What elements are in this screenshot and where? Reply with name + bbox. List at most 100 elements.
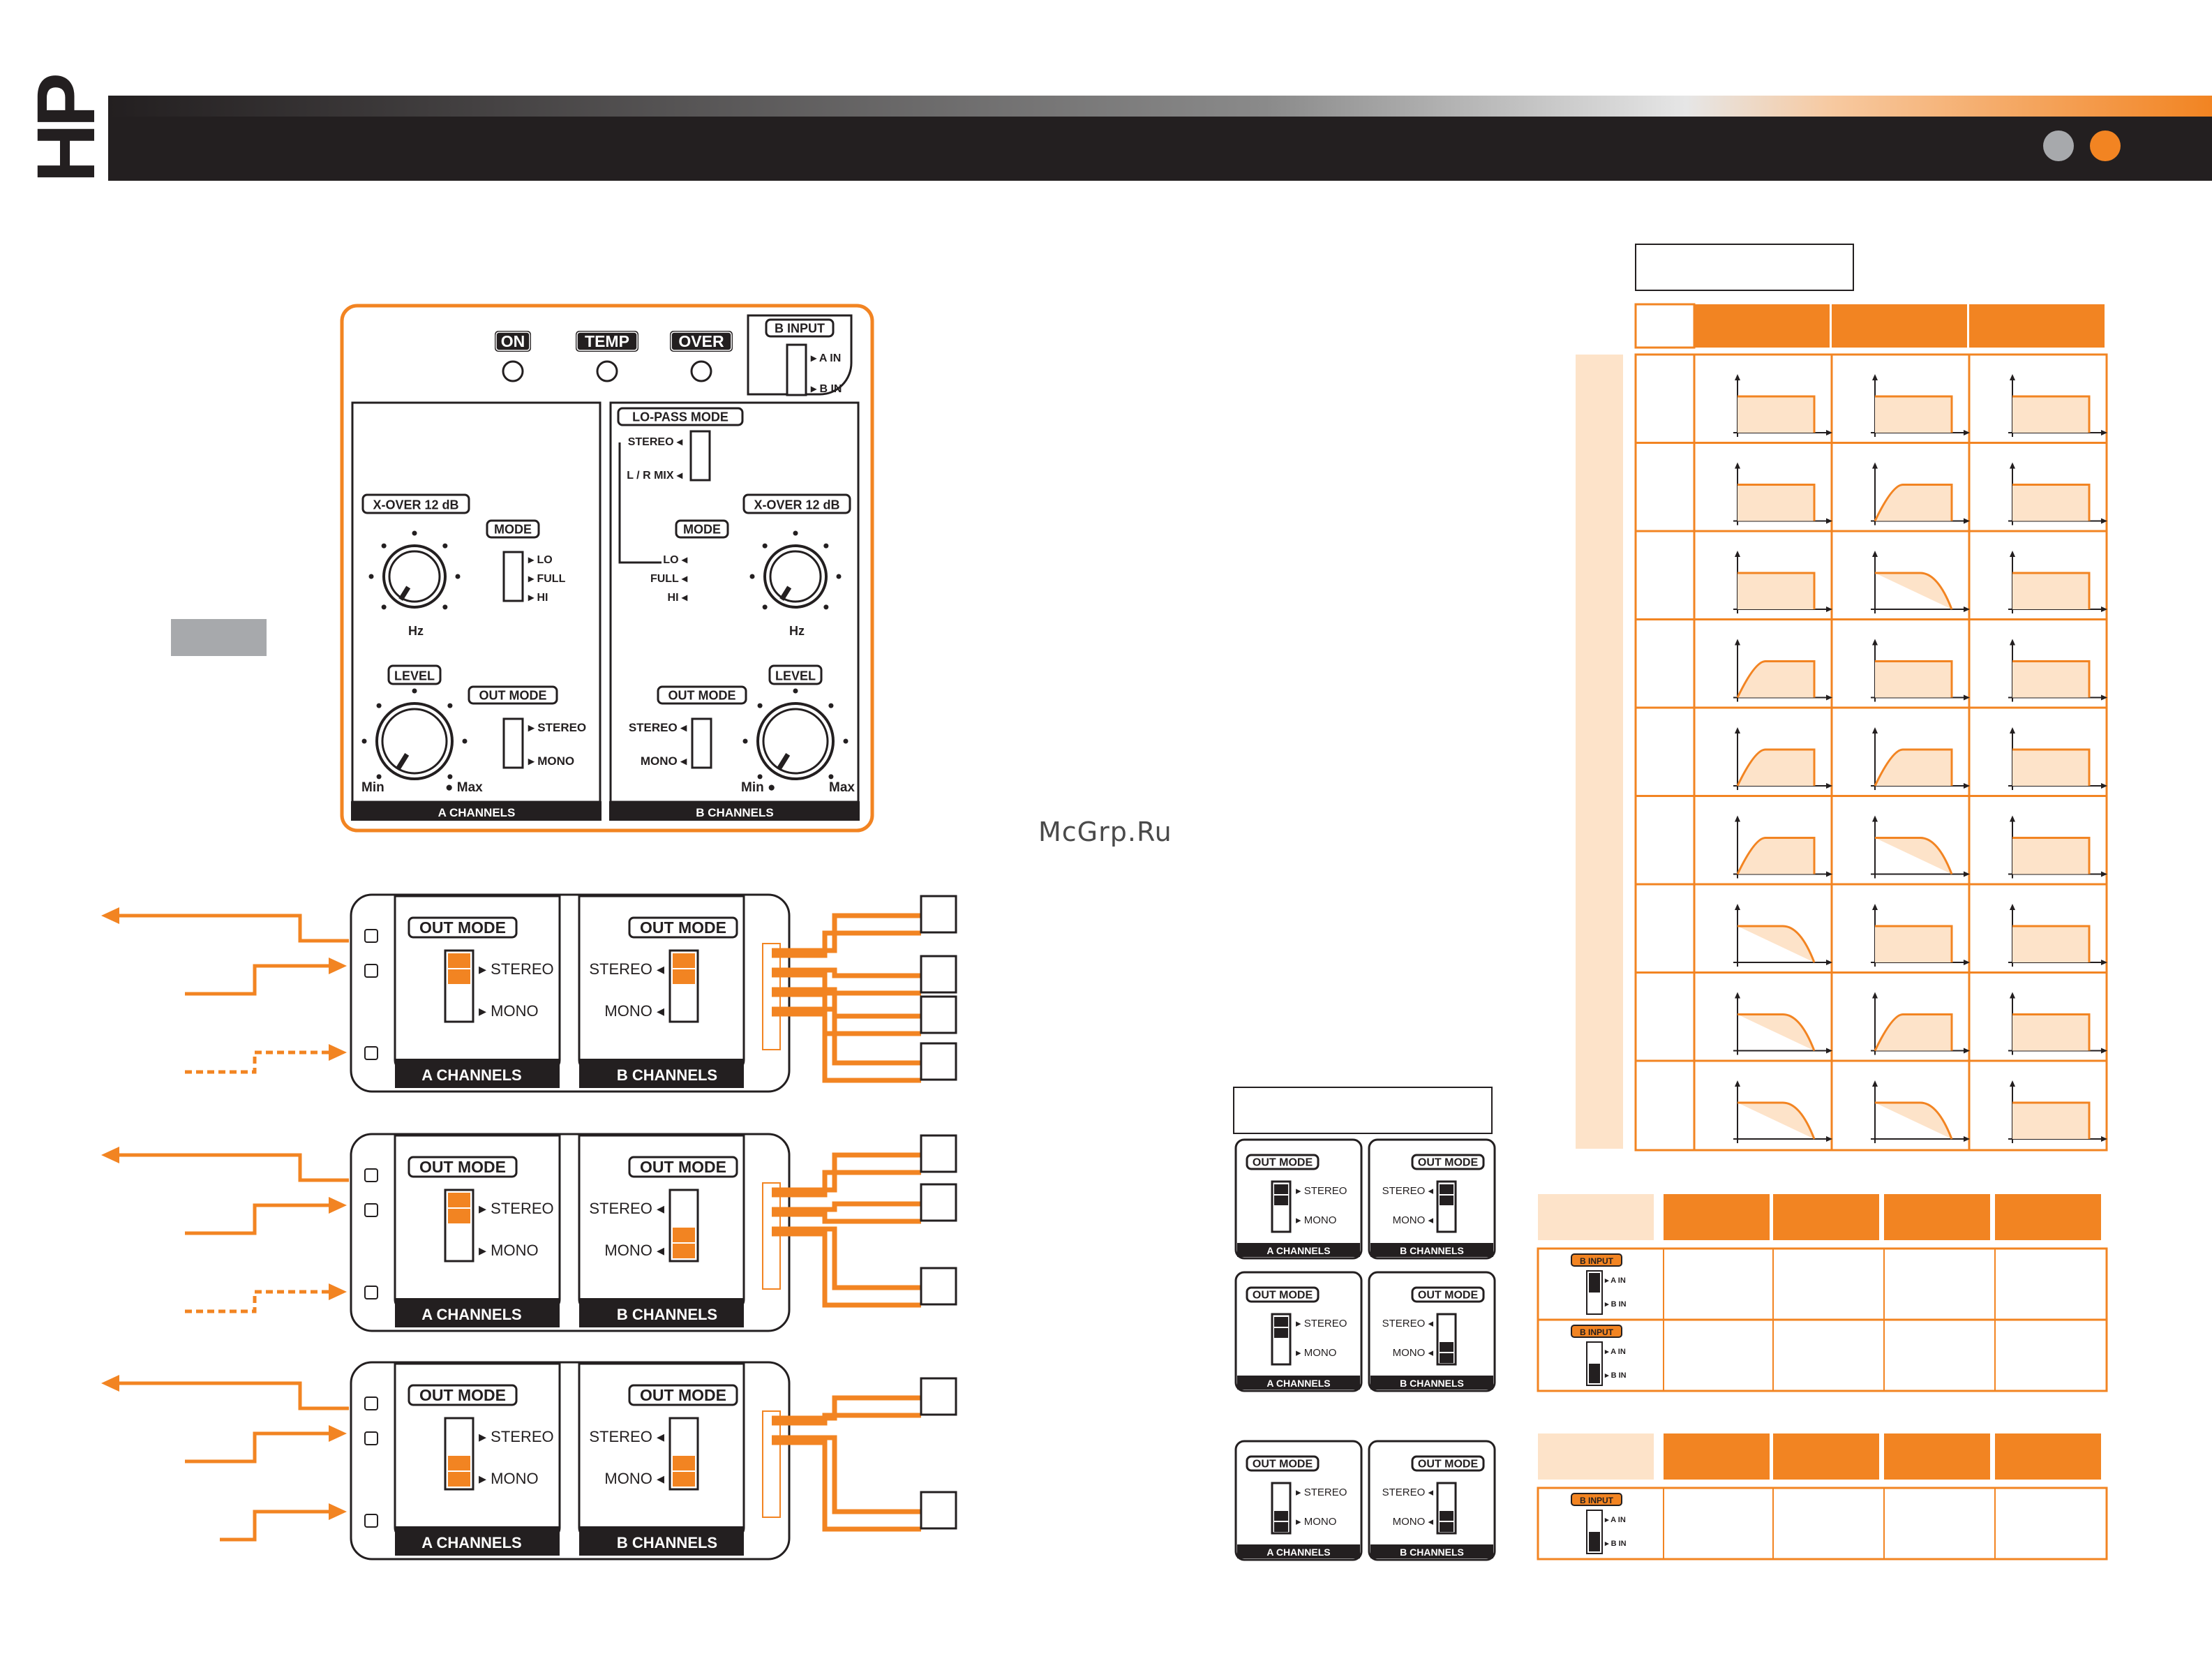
a-channels-label: A CHANNELS <box>421 1534 521 1551</box>
a-mode-label-tag <box>486 519 540 539</box>
switch-knob <box>1589 1532 1600 1551</box>
filter-response-icon <box>1736 748 1816 787</box>
a-max-label: ● Max <box>445 780 483 795</box>
a-hz-label: Hz <box>408 624 424 638</box>
mini-out-mode-tag <box>1411 1455 1485 1472</box>
table-header-cell <box>1969 304 2105 348</box>
axis-arrow <box>1872 462 1878 469</box>
filter-response-icon <box>1874 484 1953 522</box>
speaker-wire <box>772 1226 921 1290</box>
axis-arrow <box>1826 694 1832 701</box>
filter-response-fill <box>1875 837 1952 874</box>
input-terminal <box>364 1431 378 1445</box>
knob-inner <box>769 550 822 603</box>
axis-arrow <box>1872 1080 1878 1087</box>
speaker-terminal-icon <box>920 895 957 934</box>
mini-out-mode: OUT MODE <box>1253 1290 1313 1302</box>
axis-arrow <box>2101 1048 2107 1054</box>
filter-response-fill <box>1738 661 1814 698</box>
speaker-terminal-icon <box>920 1267 957 1306</box>
a-channels-label: A CHANNELS <box>438 806 516 819</box>
input-wire <box>185 1431 337 1463</box>
b-channels-footer <box>609 801 860 821</box>
knob-tick <box>757 774 763 780</box>
axis-arrow <box>2101 1136 2107 1142</box>
knob-tick <box>793 688 798 694</box>
knob-tick <box>762 604 768 610</box>
a-out-mode-label-tag <box>408 1156 518 1178</box>
b-min-label: Min ● <box>741 780 775 795</box>
a-out-mode-label: OUT MODE <box>419 918 506 937</box>
orange-dot-icon <box>2090 131 2121 161</box>
b-out-mode-label-tag <box>628 916 738 939</box>
filter-response-icon <box>1738 395 1816 433</box>
axis-arrow <box>1735 815 1740 822</box>
knob-tick <box>843 738 849 744</box>
axis-arrow <box>1826 430 1832 435</box>
a-channels-label: A CHANNELS <box>1266 1245 1330 1256</box>
filter-response-icon <box>1875 395 1953 433</box>
filter-response-icon <box>1875 1101 1953 1140</box>
axis-arrow <box>1964 960 1970 965</box>
a-mode-hi: ▸ HI <box>528 592 548 604</box>
axis-arrow <box>1964 606 1970 612</box>
knob-tick <box>412 530 417 536</box>
speaker-wire <box>772 1231 921 1308</box>
knob-tick <box>381 604 387 610</box>
axis-arrow <box>1735 639 1740 646</box>
filter-response-fill <box>2012 661 2089 698</box>
a-out-mode-label-tag <box>408 916 518 939</box>
filter-response-icon <box>2012 748 2091 786</box>
speaker-wire <box>772 1006 921 1066</box>
b-xover-label-tag <box>742 493 851 514</box>
arrow-left-icon <box>101 1375 119 1392</box>
b-input-title-tag <box>765 318 835 338</box>
grey-dot-icon <box>2043 131 2074 161</box>
a-mono-label: ▸ MONO <box>479 1470 539 1487</box>
knob-pointer <box>776 753 791 771</box>
a-box-footer <box>395 1059 560 1088</box>
arrow-right-icon <box>329 1425 347 1442</box>
input-terminal <box>364 1286 378 1299</box>
filter-response-icon <box>1875 572 1953 610</box>
axis-arrow <box>1872 551 1878 557</box>
b-input-badge-label: B INPUT <box>1580 1327 1614 1337</box>
filter-response-fill <box>1875 750 1952 786</box>
axis-arrow <box>2101 960 2107 965</box>
input-wire <box>220 1510 337 1542</box>
b-mode-lo: LO ◂ <box>663 554 688 566</box>
mini-out-mode-tag <box>1411 1154 1485 1170</box>
filter-response-icon <box>1875 660 1953 698</box>
b-out-mode-label-tag <box>628 1156 738 1178</box>
knob-tick <box>376 774 382 780</box>
table-header-cell <box>1773 1433 1879 1480</box>
filter-response-icon <box>1738 925 1816 963</box>
b-stereo-label: STEREO ◂ <box>589 1428 664 1445</box>
mini-mono: ▸ MONO <box>1296 1214 1336 1226</box>
filter-response-icon <box>1736 837 1816 875</box>
filter-response-fill <box>1875 573 1952 609</box>
axis-arrow <box>2010 462 2015 469</box>
axis-arrow <box>1826 518 1832 524</box>
axis-arrow <box>1826 871 1832 877</box>
switch-knob <box>1589 1364 1600 1383</box>
b-out-stereo: STEREO ◂ <box>629 721 687 734</box>
filter-response-fill <box>2012 837 2089 874</box>
mini-out-mode-tag <box>1246 1154 1320 1170</box>
arrow-right-icon <box>329 958 347 974</box>
b-input-a-in: ▸ A IN <box>1604 1516 1626 1524</box>
knob-pointer <box>398 586 411 601</box>
filter-response-fill <box>1738 750 1814 786</box>
lo-pass-title: LO-PASS MODE <box>632 410 728 424</box>
speaker-wire <box>772 967 921 978</box>
a-channels-footer <box>351 801 601 821</box>
knob-tick <box>762 543 768 549</box>
axis-arrow <box>1964 1048 1970 1054</box>
axis-arrow <box>1735 551 1740 557</box>
axis-arrow <box>1964 783 1970 789</box>
mini-stereo: ▸ STEREO <box>1296 1185 1347 1197</box>
input-terminal <box>364 1203 378 1217</box>
axis-arrow <box>2101 606 2107 612</box>
